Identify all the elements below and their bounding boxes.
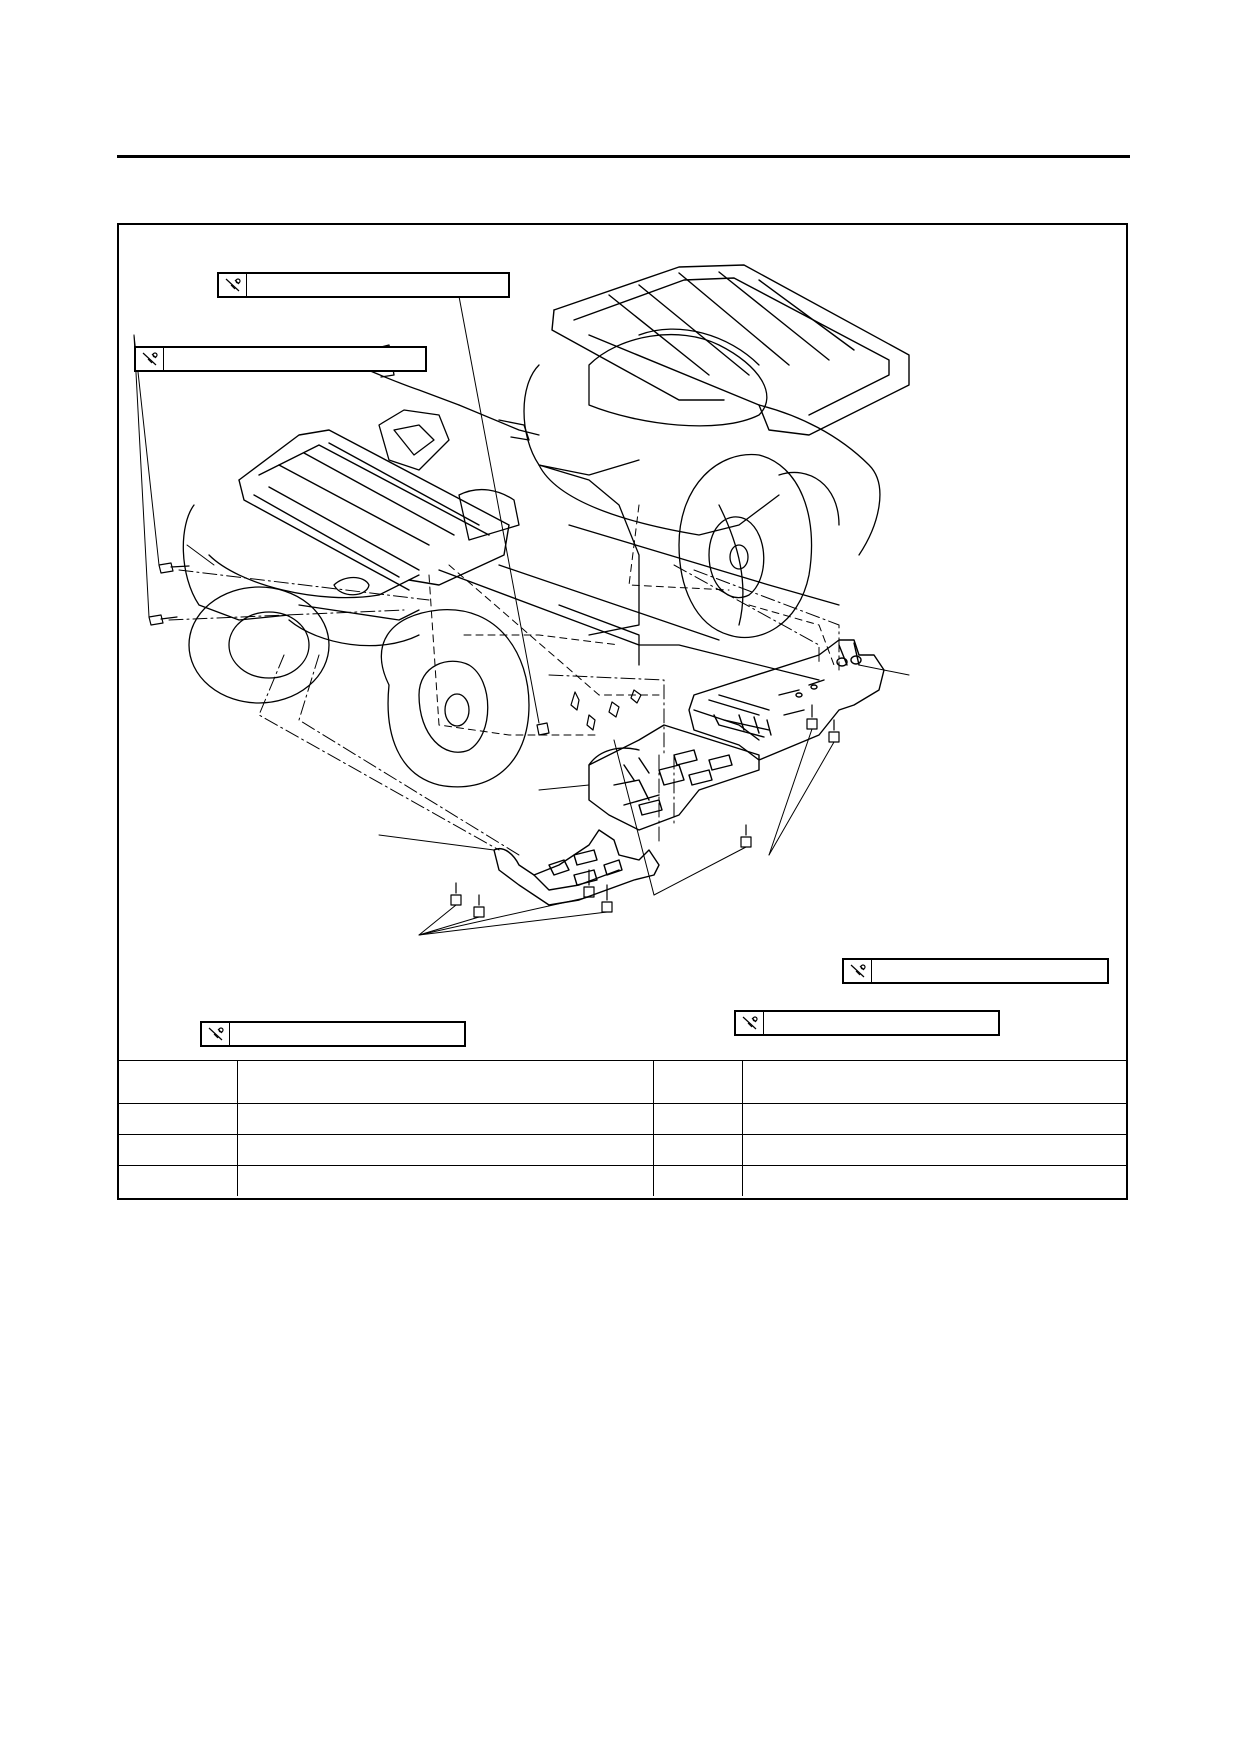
table-header-cell	[652, 1060, 742, 1104]
torque-wrench-icon	[136, 348, 164, 370]
table-cell	[119, 1165, 237, 1196]
seat	[588, 334, 768, 427]
front-body	[182, 464, 640, 647]
torque-callout-5	[200, 1021, 466, 1047]
rear-left-wheel	[778, 471, 840, 526]
table-header-cell	[119, 1060, 237, 1104]
rear-rack	[551, 264, 910, 436]
torque-callout-3	[842, 958, 1109, 984]
rear-right-wheel	[678, 453, 813, 639]
middle-skid-plate	[588, 724, 760, 831]
torque-callout-2	[134, 346, 427, 372]
table-cell	[741, 1165, 1126, 1196]
table-cell	[236, 1165, 653, 1196]
table-row	[119, 1134, 1126, 1166]
bolts	[148, 562, 840, 918]
table-cell	[652, 1103, 742, 1135]
chassis-frame	[438, 524, 840, 681]
torque-wrench-icon	[202, 1023, 230, 1045]
hidden-lines	[428, 504, 835, 736]
torque-wrench-icon	[844, 960, 872, 982]
table-row	[119, 1103, 1126, 1135]
header-rule	[117, 155, 1130, 158]
front-right-wheel	[380, 609, 530, 788]
table-cell	[119, 1134, 237, 1166]
table-cell	[652, 1134, 742, 1166]
table-header-cell	[741, 1060, 1126, 1104]
front-rack	[238, 429, 510, 591]
atv-skid-plate-exploded-diagram	[133, 264, 910, 936]
table-cell	[741, 1134, 1126, 1166]
table-cell	[741, 1103, 1126, 1135]
torque-callout-1	[217, 272, 510, 298]
torque-wrench-icon	[219, 274, 247, 296]
table-header-cell	[236, 1060, 653, 1104]
torque-wrench-icon	[736, 1012, 764, 1034]
torque-callout-4	[734, 1010, 1000, 1036]
figure-frame	[117, 223, 1128, 1200]
table-cell	[652, 1165, 742, 1196]
table-row	[119, 1165, 1126, 1196]
table-cell	[119, 1103, 237, 1135]
parts-table	[119, 1060, 1126, 1196]
rear-skid-plate	[688, 639, 885, 761]
alignment-lines	[168, 564, 840, 856]
table-header-row	[119, 1060, 1126, 1104]
front-skid-plate	[493, 829, 660, 906]
table-cell	[236, 1103, 653, 1135]
leader-lines	[133, 274, 910, 936]
table-cell	[236, 1134, 653, 1166]
front-left-wheel	[188, 586, 330, 704]
